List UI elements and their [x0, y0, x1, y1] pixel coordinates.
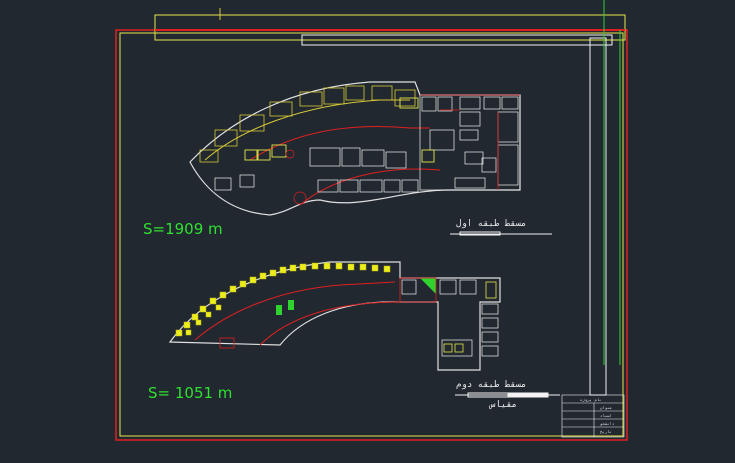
- title-block-row-1: ﻧﺎﻡ ﭘﺮﻭﮊﻩ: [580, 397, 602, 402]
- lower-plan-caption: ﻣﺴﻘﻂ ﻃﺒﻘﻪ ﺩﻭﻡ: [456, 380, 527, 390]
- lower-plan-area-label: S= 1051 m: [148, 384, 233, 402]
- upper-plan-caption: ﻣﺴﻘﻂ ﻃﺒﻘﻪ ﺍﻭﻝ: [456, 219, 527, 229]
- title-block-row-3: ﺍﺳﺘﺎﺩ: [600, 413, 613, 418]
- upper-plan-outer-wall: [189, 81, 521, 216]
- title-block-row-2: ﻋﻨﻮﺍﻥ: [600, 405, 613, 410]
- upper-plan-corridor-curve: [249, 126, 430, 161]
- upper-floor-plan: [189, 81, 521, 216]
- lower-plan-inner-curve: [259, 301, 401, 346]
- upper-plan-inner-curve: [204, 99, 410, 161]
- title-block-row-5: ﺗﺎﺭﻳﺦ: [600, 429, 613, 434]
- lower-plan-corridor: [194, 281, 396, 341]
- lower-plan-outer-wall: [168, 261, 501, 371]
- lower-scale-bar: [455, 392, 560, 398]
- title-block: [561, 394, 625, 438]
- top-white-bar: [301, 34, 613, 46]
- upper-plan-lower-curve: [299, 168, 441, 206]
- sheet-frame-inner: [119, 32, 624, 437]
- upper-plan-area-label: S=1909 m: [143, 220, 223, 238]
- lower-plan-subcaption: ﻣﻘﻴﺎﺱ: [490, 400, 518, 410]
- title-block-row-4: ﺩﺍﻧﺸﺠﻮ: [600, 421, 615, 426]
- top-yellow-bar: [154, 14, 626, 41]
- upper-scale-bar: [450, 231, 552, 236]
- lower-floor-plan: [168, 261, 501, 371]
